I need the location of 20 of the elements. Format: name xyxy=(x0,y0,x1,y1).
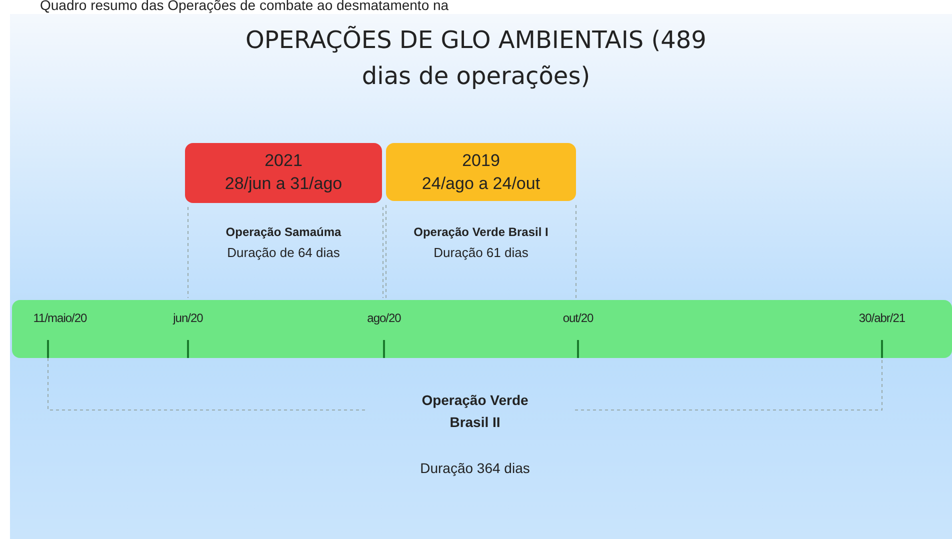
period-box xyxy=(386,143,576,201)
tick-label: ago/20 xyxy=(366,311,402,325)
tick-label: jun/20 xyxy=(172,311,204,325)
period-text: 24/ago a 24/out xyxy=(420,173,542,195)
operation-name: Operação Verde Brasil II xyxy=(420,391,530,432)
duration-text: Duração 61 dias xyxy=(432,245,530,260)
duration-text: Duração de 64 dias xyxy=(226,245,341,260)
tick-label: 30/abr/21 xyxy=(858,311,906,325)
period-text: 28/jun a 31/ago xyxy=(224,173,344,195)
tick-label: out/20 xyxy=(562,311,594,325)
tick-label: 11/maio/20 xyxy=(32,311,88,325)
period-text: 2021 xyxy=(264,150,304,172)
period-box xyxy=(185,143,382,203)
operation-name: Operação Samaúma xyxy=(224,225,342,239)
duration-text: Duração 364 dias xyxy=(419,459,531,478)
period-text: 2019 xyxy=(461,150,501,172)
operation-name: Operação Verde Brasil I xyxy=(412,225,550,239)
chart-title: OPERAÇÕES DE GLO AMBIENTAIS (489 dias de operações) xyxy=(244,24,708,92)
timeline-bar xyxy=(12,300,952,358)
caption: Quadro resumo das Operações de combate ao desmatamento na xyxy=(40,0,449,13)
